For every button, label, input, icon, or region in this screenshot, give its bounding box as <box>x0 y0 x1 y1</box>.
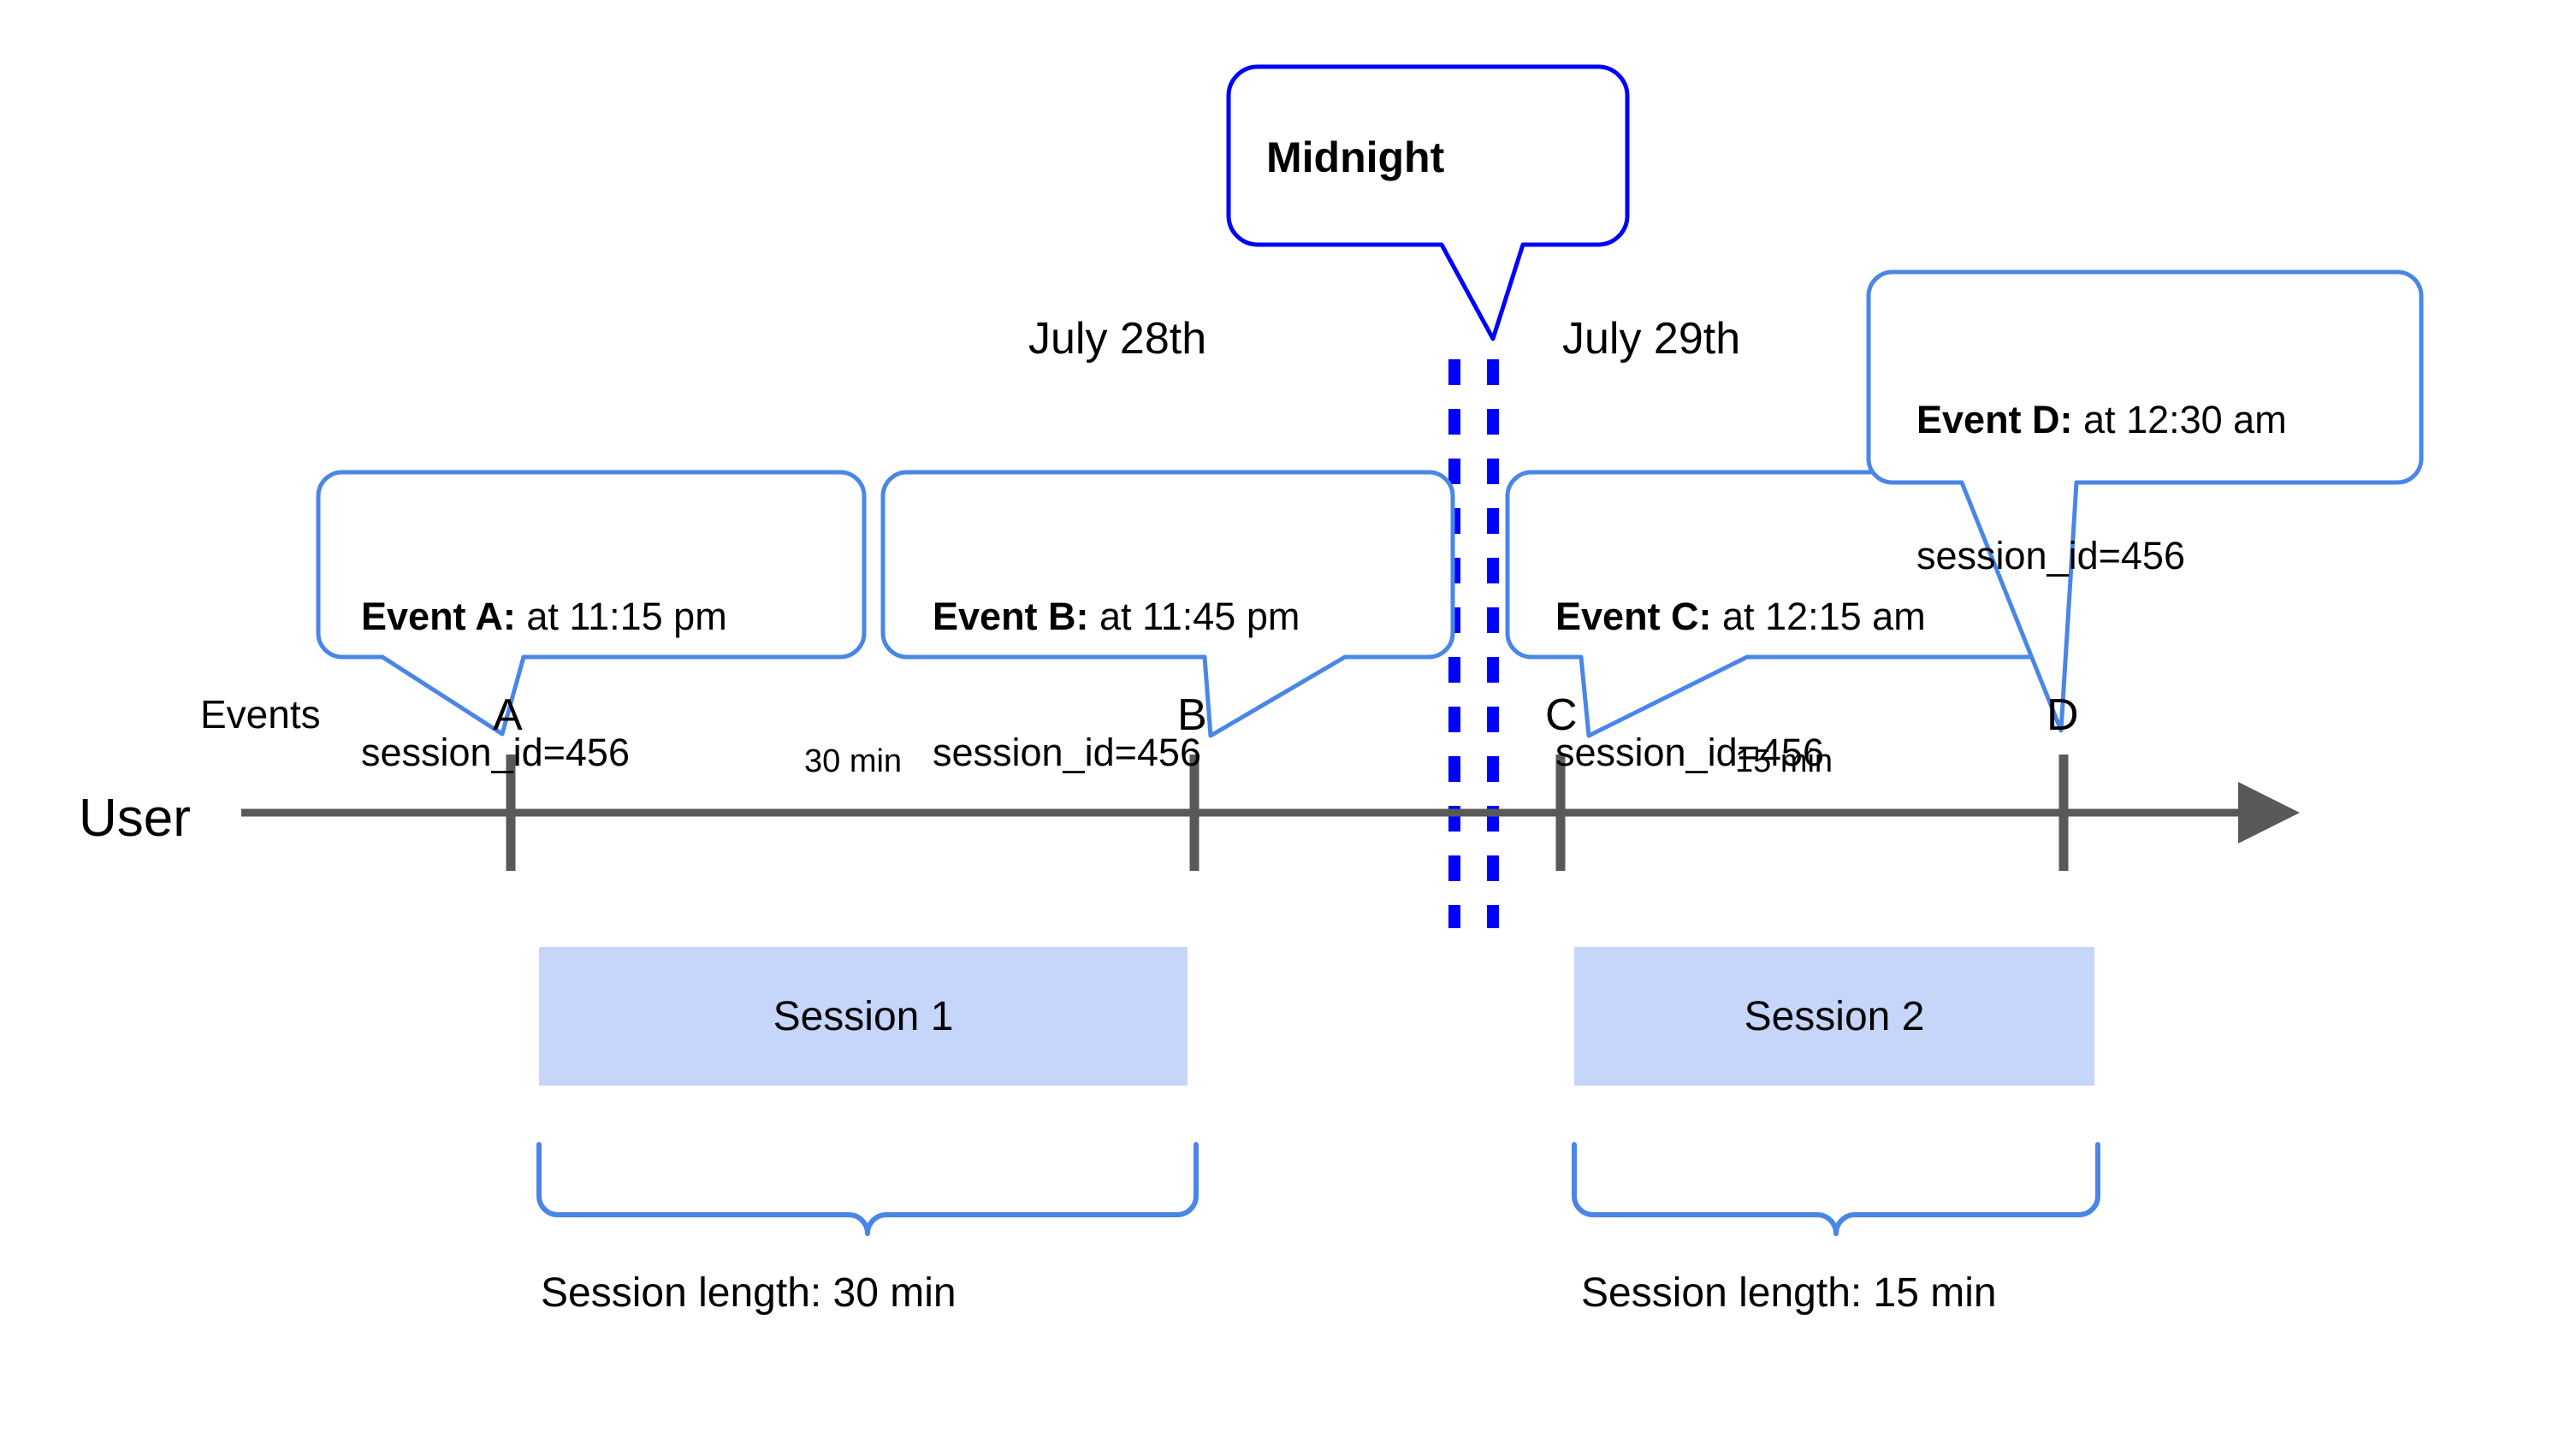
user-row-label: User <box>79 789 191 848</box>
event-b-callout-text: Event B: at 11:45 pm session_id=456 <box>933 503 1300 867</box>
session-2-label: Session 2 <box>1744 993 1925 1039</box>
session-1-box: Session 1 <box>539 947 1188 1086</box>
session-2-brace <box>1572 1142 2100 1236</box>
events-row-label: Events <box>200 692 321 737</box>
gap-label-15-min: 15 min <box>1735 743 1833 779</box>
date-label-july-28: July 28th <box>1028 314 1207 364</box>
midnight-label: Midnight <box>1266 133 1445 181</box>
session-1-brace <box>536 1142 1199 1236</box>
event-b-detail: at 11:45 pm <box>1088 595 1300 639</box>
session-2-box: Session 2 <box>1574 947 2094 1086</box>
event-d-session-id: session_id=456 <box>1916 534 2185 578</box>
event-a-session-id: session_id=456 <box>361 731 630 775</box>
event-d-callout-text: Event D: at 12:30 am session_id=456 <box>1916 306 2287 670</box>
midnight-callout-shape <box>1226 64 1630 341</box>
session-2-length-label: Session length: 15 min <box>1581 1270 1997 1316</box>
midnight-dashed-lines <box>1448 359 1499 928</box>
event-letter-c: C <box>1545 690 1578 740</box>
session-1-label: Session 1 <box>773 993 954 1039</box>
event-c-title: Event C: <box>1555 595 1712 639</box>
event-a-detail: at 11:15 pm <box>515 595 727 639</box>
event-d-title: Event D: <box>1916 398 2073 442</box>
event-a-callout-text: Event A: at 11:15 pm session_id=456 <box>361 503 727 867</box>
event-c-session-id: session_id=456 <box>1555 731 1824 775</box>
gap-label-30-min: 30 min <box>804 743 903 779</box>
session-1-length-label: Session length: 30 min <box>541 1270 957 1316</box>
event-b-session-id: session_id=456 <box>933 731 1201 775</box>
event-c-detail: at 12:15 am <box>1711 595 1926 639</box>
date-label-july-29: July 29th <box>1562 314 1741 364</box>
event-b-title: Event B: <box>933 595 1089 639</box>
event-d-detail: at 12:30 am <box>2072 398 2287 442</box>
event-letter-b: B <box>1177 690 1207 740</box>
event-letter-a: A <box>493 690 523 740</box>
event-letter-d: D <box>2047 690 2079 740</box>
event-c-callout-text: Event C: at 12:15 am session_id=456 <box>1555 503 1926 867</box>
event-a-title: Event A: <box>361 595 516 639</box>
